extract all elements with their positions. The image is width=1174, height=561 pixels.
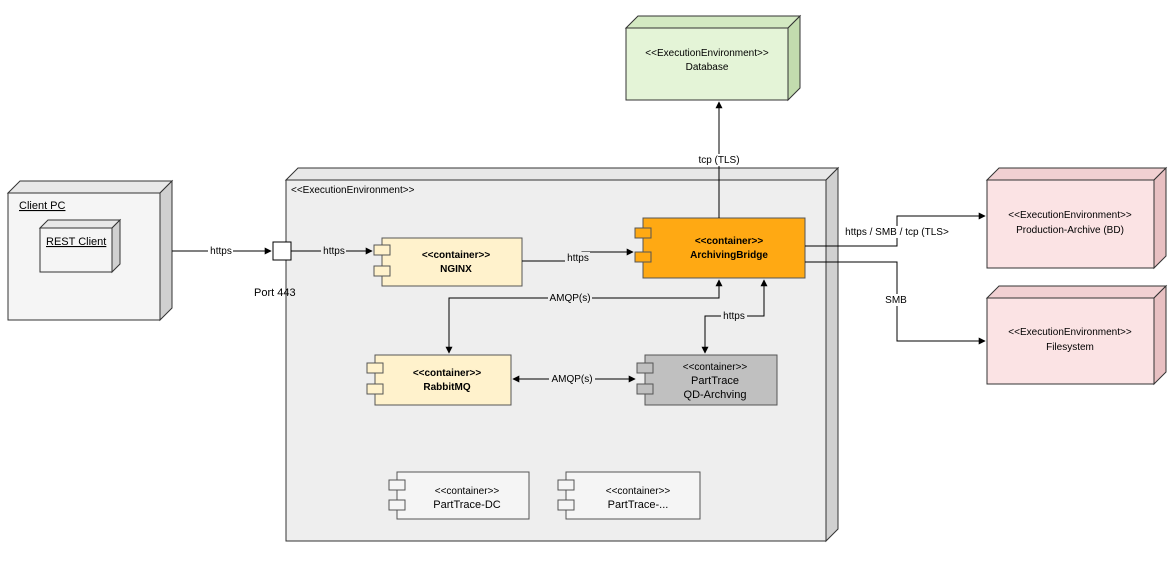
archiving-bridge-component[interactable]: <<container>> ArchivingBridge [634, 217, 806, 279]
parttrace-qd-stereotype: <<container>> [683, 362, 748, 373]
database-name: Database [686, 62, 729, 73]
parttrace-dc-stereotype: <<container>> [435, 486, 500, 497]
component-icon [557, 499, 575, 511]
server-environment-label: <<ExecutionEnvironment>> [291, 185, 415, 196]
component-icon [636, 362, 654, 374]
nginx-stereotype: <<container>> [422, 250, 491, 261]
rest-client-node[interactable]: REST Client [38, 218, 122, 274]
parttrace-qd-name2: QD-Archving [684, 389, 747, 401]
component-icon [636, 383, 654, 395]
archiving-bridge-stereotype: <<container>> [695, 236, 764, 247]
client-pc-label: Client PC [19, 200, 66, 212]
rabbitmq-stereotype: <<container>> [413, 368, 482, 379]
parttrace-more-stereotype: <<container>> [606, 486, 671, 497]
label-port-nginx: https [323, 246, 345, 257]
filesystem-node[interactable]: <<ExecutionEnvironment>> Filesystem [985, 284, 1168, 386]
port-443[interactable]: Port 443 [254, 241, 296, 299]
filesystem-name: Filesystem [1046, 342, 1094, 353]
label-bridge-parttrace: https [723, 311, 745, 322]
nginx-name: NGINX [440, 264, 472, 275]
parttrace-dc-component[interactable]: <<container>> PartTrace-DC [388, 471, 530, 520]
archiving-bridge-name: ArchivingBridge [690, 250, 768, 261]
label-nginx-bridge: https [567, 253, 589, 264]
label-bridge-filesystem: SMB [885, 295, 907, 306]
parttrace-qd-component[interactable]: <<container>> PartTrace QD-Archving [636, 354, 778, 406]
label-bridge-archive: https / SMB / tcp (TLS> [845, 227, 949, 238]
component-icon [634, 251, 652, 263]
component-icon [366, 383, 384, 395]
parttrace-dc-name: PartTrace-DC [433, 499, 500, 511]
filesystem-stereotype: <<ExecutionEnvironment>> [1008, 327, 1132, 338]
edge-labels: https https https tcp (TLS) https / SMB … [208, 154, 952, 385]
component-icon [557, 479, 575, 491]
production-archive-stereotype: <<ExecutionEnvironment>> [1008, 210, 1132, 221]
parttrace-qd-name: PartTrace [691, 375, 739, 387]
rest-client-label: REST Client [46, 236, 106, 248]
database-stereotype: <<ExecutionEnvironment>> [645, 48, 769, 59]
rabbitmq-name: RabbitMQ [423, 382, 470, 393]
database-node[interactable]: <<ExecutionEnvironment>> Database [624, 14, 802, 102]
label-bridge-rabbitmq: AMQP(s) [549, 293, 590, 304]
component-icon [373, 265, 391, 277]
port-label: Port 443 [254, 287, 296, 299]
parttrace-more-name: PartTrace-... [608, 499, 669, 511]
component-icon [373, 244, 391, 256]
rabbitmq-component[interactable]: <<container>> RabbitMQ [366, 354, 512, 406]
production-archive-node[interactable]: <<ExecutionEnvironment>> Production-Arch… [985, 166, 1168, 270]
label-client-port: https [210, 246, 232, 257]
component-icon [634, 227, 652, 239]
parttrace-more-component[interactable]: <<container>> PartTrace-... [557, 471, 701, 520]
label-rabbitmq-parttrace: AMQP(s) [551, 374, 592, 385]
production-archive-name: Production-Archive (BD) [1016, 225, 1124, 236]
nginx-component[interactable]: <<container>> NGINX [373, 237, 523, 287]
component-icon [388, 479, 406, 491]
label-bridge-database: tcp (TLS) [698, 155, 739, 166]
component-icon [366, 362, 384, 374]
component-icon [388, 499, 406, 511]
